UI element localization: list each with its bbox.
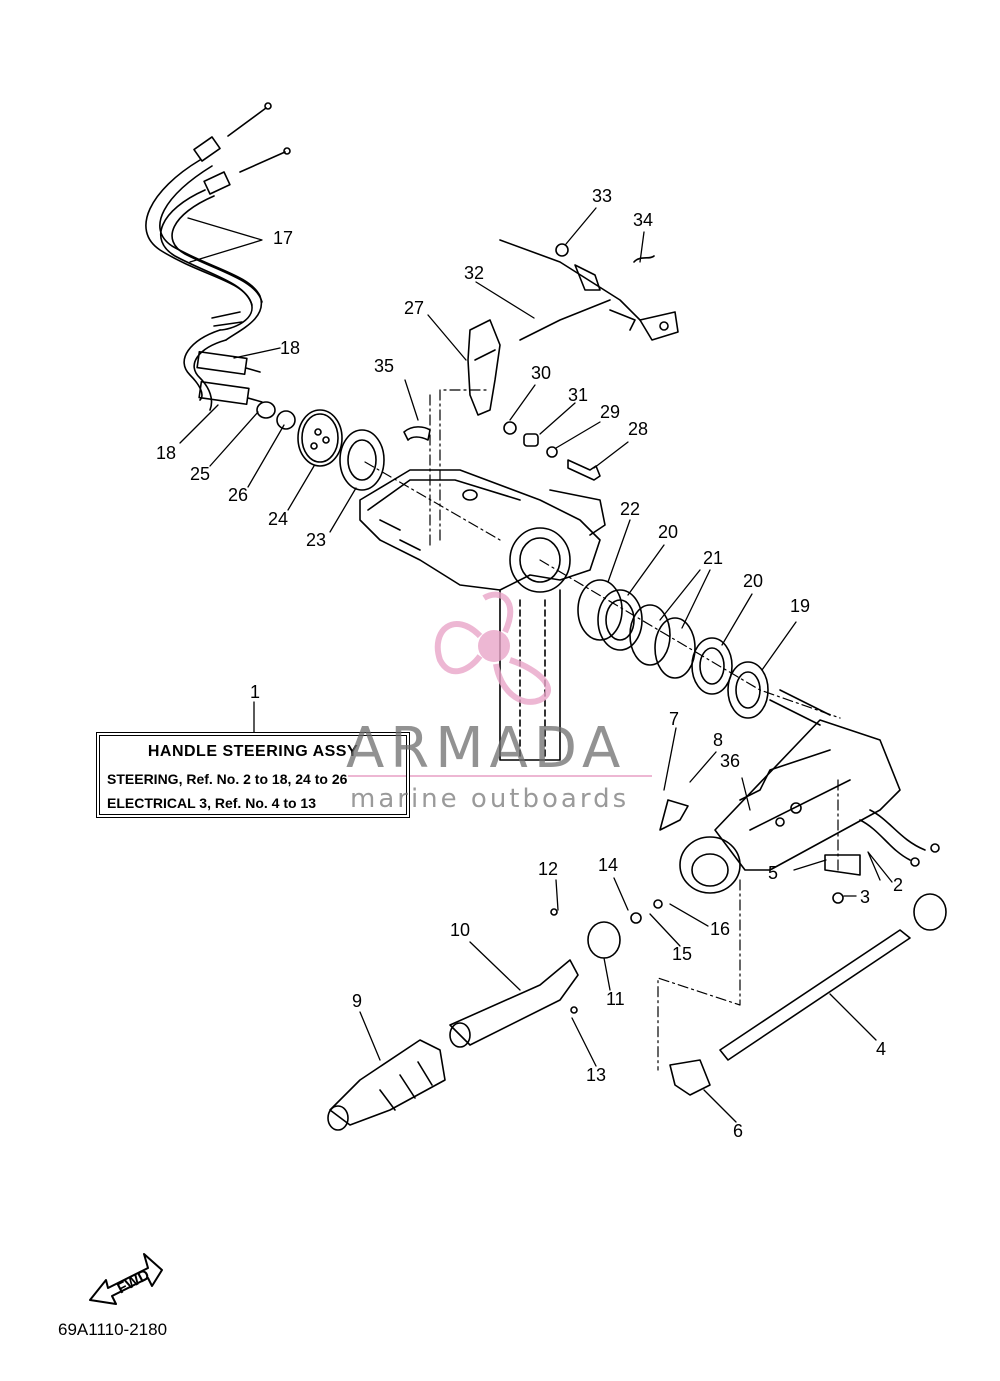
callout-27: 27: [404, 298, 425, 318]
callout-11: 11: [606, 989, 625, 1009]
throttle-grip: [327, 799, 947, 1131]
callout-2: 2: [893, 875, 904, 895]
cable-adapters: [256, 401, 385, 491]
assembly-title: HANDLE STEERING ASSY: [147, 743, 359, 760]
callout-28: 28: [628, 419, 649, 439]
fwd-arrow-icon: FWD: [89, 1253, 163, 1305]
callout-21: 21: [703, 548, 724, 568]
diagram-code: 69A1110-2180: [58, 1320, 168, 1339]
callout-12: 12: [538, 859, 559, 879]
shift-linkage: [467, 239, 679, 416]
assembly-steering-refs: STEERING, Ref. No. 2 to 18, 24 to 26: [107, 771, 348, 787]
watermark-tagline: marine outboards: [350, 784, 630, 814]
callout-30: 30: [531, 363, 552, 383]
callout-14: 14: [598, 855, 619, 875]
center-lines: [364, 389, 841, 1071]
callout-25: 25: [190, 464, 211, 484]
watermark-logo: [434, 591, 551, 705]
callout-1: 1: [250, 682, 261, 702]
callout-23: 23: [306, 530, 327, 550]
callout-29: 29: [600, 402, 621, 422]
callout-32: 32: [464, 263, 485, 283]
callout-31: 31: [568, 385, 589, 405]
callout-13: 13: [586, 1065, 607, 1085]
callout-8: 8: [713, 730, 724, 750]
leader-lines: [179, 207, 893, 1123]
handle-arm: [679, 689, 940, 904]
callout-16: 16: [710, 919, 731, 939]
callout-5: 5: [768, 863, 779, 883]
callout-24: 24: [268, 509, 289, 529]
assembly-info-box: HANDLE STEERING ASSY STEERING, Ref. No. …: [96, 732, 410, 818]
control-cables: [145, 102, 291, 411]
callout-18-lower: 18: [156, 443, 177, 463]
callout-35: 35: [374, 356, 395, 376]
callout-10: 10: [450, 920, 471, 940]
callout-20-left: 20: [658, 522, 679, 542]
callout-34: 34: [633, 210, 654, 230]
callout-17: 17: [273, 228, 294, 248]
friction-rings: [577, 579, 769, 719]
callout-20-right: 20: [743, 571, 764, 591]
callout-36: 36: [720, 751, 741, 771]
callout-7: 7: [669, 709, 680, 729]
assembly-electrical-refs: ELECTRICAL 3, Ref. No. 4 to 13: [107, 795, 316, 811]
callout-6: 6: [733, 1121, 744, 1141]
small-hardware: [403, 421, 601, 481]
callout-9: 9: [352, 991, 363, 1011]
callout-18-upper: 18: [280, 338, 301, 358]
callout-3: 3: [860, 887, 871, 907]
callout-26: 26: [228, 485, 249, 505]
callout-33: 33: [592, 186, 613, 206]
callout-4: 4: [876, 1039, 887, 1059]
callout-15: 15: [672, 944, 693, 964]
callout-22: 22: [620, 499, 641, 519]
callout-19: 19: [790, 596, 811, 616]
watermark-brand: ARMADA: [346, 716, 627, 781]
fwd-label: FWD: [114, 1266, 152, 1297]
